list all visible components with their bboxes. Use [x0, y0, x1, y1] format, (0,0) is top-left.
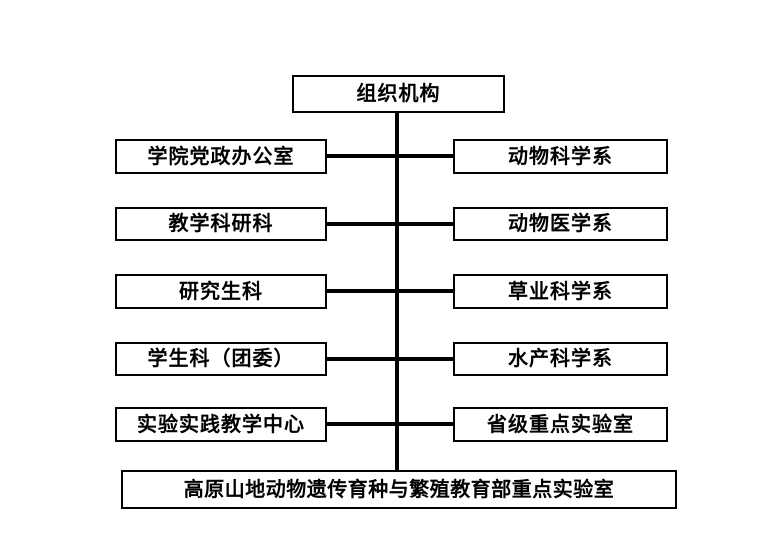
row-connector-line-2	[325, 222, 455, 226]
org-box-bottom-ministry-lab-label: 高原山地动物遗传育种与繁殖教育部重点实验室	[183, 478, 615, 501]
row-connector-line-5	[325, 422, 455, 426]
org-box-left-office-label: 学院党政办公室	[147, 145, 295, 168]
org-box-right-provincial-lab-label: 省级重点实验室	[487, 413, 634, 436]
row-connector-line-3	[325, 289, 455, 293]
row-connector-line-4	[325, 357, 455, 361]
org-box-right-animal-science-label: 动物科学系	[508, 145, 613, 168]
org-box-left-graduate-label: 研究生科	[179, 280, 263, 303]
org-box-left-student: 学生科（团委）	[115, 342, 327, 376]
org-box-left-experiment-center: 实验实践教学中心	[115, 407, 327, 442]
org-box-left-experiment-center-label: 实验实践教学中心	[137, 413, 305, 436]
org-box-right-provincial-lab: 省级重点实验室	[453, 407, 668, 442]
org-box-left-student-label: 学生科（团委）	[147, 348, 295, 370]
org-box-right-aquatic-science-label: 水产科学系	[508, 348, 613, 370]
org-box-left-teaching-research-label: 教学科研科	[168, 213, 274, 235]
org-box-right-animal-medicine-label: 动物医学系	[508, 213, 613, 235]
org-box-root: 组织机构	[292, 75, 505, 113]
org-box-left-teaching-research: 教学科研科	[115, 207, 327, 241]
org-box-right-grass-science-label: 草业科学系	[508, 280, 613, 303]
org-box-left-graduate: 研究生科	[115, 274, 327, 309]
org-box-right-aquatic-science: 水产科学系	[453, 342, 668, 376]
org-box-left-office: 学院党政办公室	[115, 139, 327, 174]
org-box-root-label: 组织机构	[356, 83, 441, 105]
org-box-right-grass-science: 草业科学系	[453, 274, 668, 309]
org-box-right-animal-medicine: 动物医学系	[453, 207, 668, 241]
org-box-bottom-ministry-lab: 高原山地动物遗传育种与繁殖教育部重点实验室	[121, 470, 677, 509]
org-box-right-animal-science: 动物科学系	[453, 139, 668, 174]
row-connector-line-1	[325, 154, 455, 158]
